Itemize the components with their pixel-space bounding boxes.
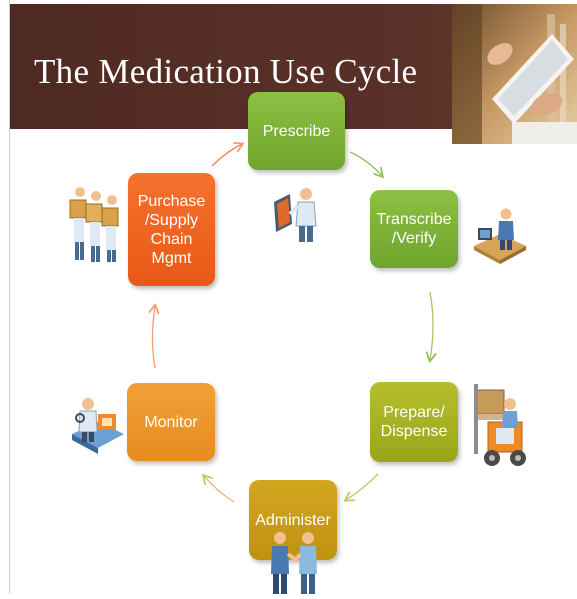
step-prescribe: Prescribe <box>248 92 345 170</box>
step-transcribe-verify-label: Transcribe /Verify <box>376 211 452 247</box>
arrow-prepare-to-administer <box>346 473 379 500</box>
step-prescribe-label: Prescribe <box>262 122 331 140</box>
tablet-photo <box>452 4 577 144</box>
slide-title: The Medication Use Cycle <box>34 52 418 91</box>
arrow-transcribe-to-prepare <box>430 291 433 360</box>
arrow-purchase-to-prescribe <box>211 144 242 167</box>
step-prepare-dispense: Prepare/ Dispense <box>370 382 458 462</box>
step-transcribe-verify: Transcribe /Verify <box>370 190 458 268</box>
step-monitor-label: Monitor <box>144 413 198 431</box>
handshake-icon <box>268 530 322 599</box>
step-purchase-supply-chain-label: Purchase /Supply Chain Mgmt <box>137 192 206 267</box>
step-monitor: Monitor <box>127 383 215 461</box>
step-prepare-dispense-label: Prepare/ Dispense <box>380 404 448 440</box>
workers-carrying-boxes-icon <box>66 184 130 269</box>
step-administer-label: Administer <box>255 511 331 529</box>
lab-worker-icon <box>68 396 128 461</box>
arrow-administer-to-monitor <box>204 476 235 503</box>
slide-border <box>9 0 10 594</box>
arrow-prescribe-to-transcribe <box>349 151 382 176</box>
worker-at-desk-icon <box>470 204 530 271</box>
doctor-at-screen-icon <box>268 184 328 249</box>
forklift-icon <box>470 378 528 479</box>
step-administer: Administer <box>249 480 337 560</box>
step-purchase-supply-chain: Purchase /Supply Chain Mgmt <box>128 173 215 286</box>
arrow-monitor-to-purchase <box>153 306 156 369</box>
